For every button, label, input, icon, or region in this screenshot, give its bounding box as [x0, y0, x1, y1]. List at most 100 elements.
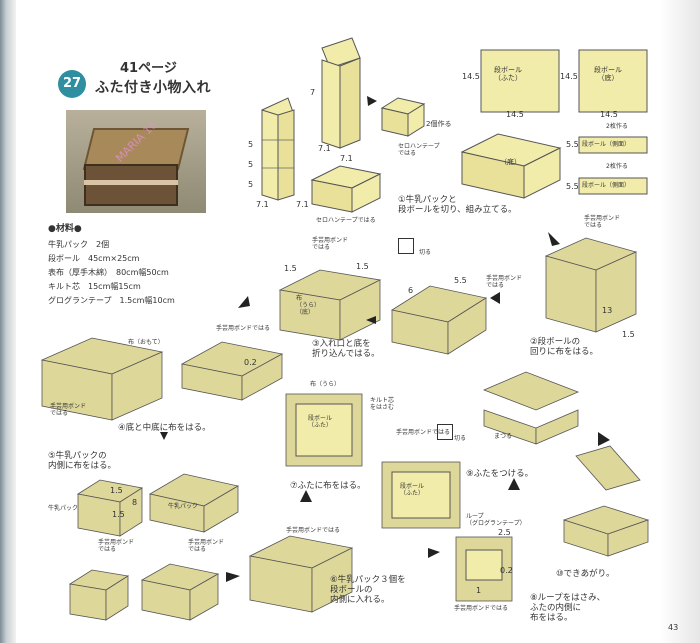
step-7-caption: ⑦ふたに布をはる。 [290, 481, 366, 491]
label-bond: 手芸用ボンドではる [286, 527, 341, 534]
milk-pack-fabric-4 [140, 563, 220, 621]
label-bond: 手芸用ボンド ではる [50, 403, 87, 417]
inserted-packs-box [248, 535, 354, 613]
lid-folded-cardboard [391, 471, 451, 519]
arrow-icon [238, 296, 250, 308]
cardboard-side-shape [578, 177, 648, 195]
dimension-label: 5 [248, 180, 254, 189]
dimension-label: 7.1 [296, 200, 309, 209]
label-cardboard-lid: 段ボール （ふた） [308, 415, 333, 429]
label-bond: 手芸用ボンドではる [216, 325, 271, 332]
fabric-covered-box [544, 237, 638, 333]
arrow-icon [508, 478, 520, 490]
arrow-icon [490, 292, 500, 304]
assembled-box [460, 133, 562, 199]
book-gutter [0, 0, 16, 643]
arrow-icon [367, 96, 377, 106]
step-6-caption: ⑥牛乳パック３個を 段ボールの 内側に入れる。 [330, 575, 406, 605]
label-bond: 手芸用ボンド ではる [584, 215, 621, 229]
finished-box [562, 445, 650, 557]
arrow-icon [428, 548, 440, 558]
materials-heading: ●材料● [48, 224, 82, 234]
page-number: 43 [668, 623, 679, 632]
label-loop: ループ （グログランテープ） [466, 513, 526, 527]
dimension-label: 7.1 [256, 200, 269, 209]
label-bond: 手芸用ボンドではる [454, 605, 509, 612]
step-9-caption: ⑨ふたをつける。 [466, 469, 534, 479]
milk-pack-fabric-1 [76, 479, 144, 537]
arrow-icon [160, 432, 168, 440]
step-3-caption: ③入れ口と底を 折り込んではる。 [312, 339, 380, 359]
arrow-icon [598, 432, 610, 446]
dimension-label: 1.5 [110, 486, 123, 495]
photo-body [84, 164, 178, 206]
label-cut: 切る [419, 249, 432, 256]
label-bottom: （底） [500, 158, 521, 166]
cardboard-lid-shape [480, 49, 560, 113]
dimension-label: 7.1 [318, 144, 331, 153]
dimension-label: 0.2 [244, 358, 257, 367]
dimension-label: 7.1 [340, 154, 353, 163]
label-stitch: まつる [494, 433, 513, 440]
label-cloth-back: 布（うら） [310, 381, 341, 388]
page-reference: 41ページ [120, 61, 177, 76]
arrow-icon [548, 232, 560, 246]
dimension-label: 0.2 [500, 566, 513, 575]
arrow-icon [366, 316, 376, 324]
label-cardboard-lid: 段ボール （ふた） [400, 483, 425, 497]
material-item: 牛乳パック 2個 [48, 240, 110, 249]
label-two-sheets: 2枚作る [606, 123, 628, 130]
dimension-label: 7 [310, 88, 316, 97]
label-cardboard-bottom: 段ボール （底） [594, 66, 622, 83]
dimension-label: 5 [248, 160, 254, 169]
finished-box-photo [66, 110, 206, 213]
label-cut: 切る [454, 435, 467, 442]
label-bond: 手芸用ボンド ではる [188, 539, 225, 553]
dimension-label: 5.5 [566, 182, 579, 191]
step-8-caption: ⑧ループをはさみ、 ふたの内側に 布をはる。 [530, 593, 606, 623]
step-10-caption: ⑩できあがり。 [556, 569, 615, 579]
dimension-label: 2.5 [498, 528, 511, 537]
label-cardboard-lid: 段ボール （ふた） [494, 66, 522, 83]
dimension-label: 5.5 [566, 140, 579, 149]
step-2-caption: ②段ボールの 回りに布をはる。 [530, 337, 599, 357]
arrow-icon [226, 572, 240, 582]
dimension-label: 14.5 [600, 110, 618, 119]
dimension-label: 14.5 [560, 72, 578, 81]
lid-cardboard [295, 403, 353, 457]
label-bond: 手芸用ボンドではる [396, 429, 451, 436]
bottom-fabric-box-2 [180, 341, 284, 401]
dimension-label: 8 [132, 498, 138, 507]
dimension-label: 1.5 [622, 330, 635, 339]
label-milk-pack: 牛乳パック [168, 503, 199, 510]
bottom-fabric-box-1 [40, 337, 164, 421]
label-cloth-bottom: 布 （うら） （底） [296, 295, 321, 316]
arrow-icon [300, 490, 312, 502]
dimension-label: 1 [476, 586, 482, 595]
label-side: 段ボール（側面） [582, 141, 631, 148]
label-milk-pack: 牛乳パック [48, 505, 79, 512]
label-quilt: キルト芯 をはさむ [370, 397, 395, 411]
label-bond: 手芸用ボンド ではる [486, 275, 523, 289]
material-item: 段ボール 45cm×25cm [48, 254, 140, 263]
label-bond: 手芸用ボンド ではる [98, 539, 135, 553]
step-1-caption: ①牛乳パックと 段ボールを切り、組み立てる。 [398, 195, 517, 215]
label-two-sheets: 2枚作る [606, 163, 628, 170]
folding-box-2 [390, 285, 488, 355]
dimension-label: 1.5 [112, 510, 125, 519]
folding-box-1 [278, 269, 382, 341]
milk-pack-fabric-3 [68, 569, 130, 621]
lid-inner-cloth [465, 549, 503, 581]
dimension-label: 5.5 [454, 276, 467, 285]
dimension-label: 1.5 [284, 264, 297, 273]
project-title: ふた付き小物入れ [95, 80, 211, 96]
project-number-badge: 27 [58, 70, 86, 98]
milk-pack-fabric-2 [148, 473, 240, 533]
label-cellophane: セロハンテープではる [316, 217, 376, 224]
label-cloth-front: 布（おもて） [128, 339, 164, 346]
page-edge [660, 0, 700, 643]
label-side: 段ボール（側面） [582, 182, 631, 189]
label-cellophane: セロハンテープ ではる [398, 143, 440, 157]
dimension-label: 14.5 [506, 110, 524, 119]
